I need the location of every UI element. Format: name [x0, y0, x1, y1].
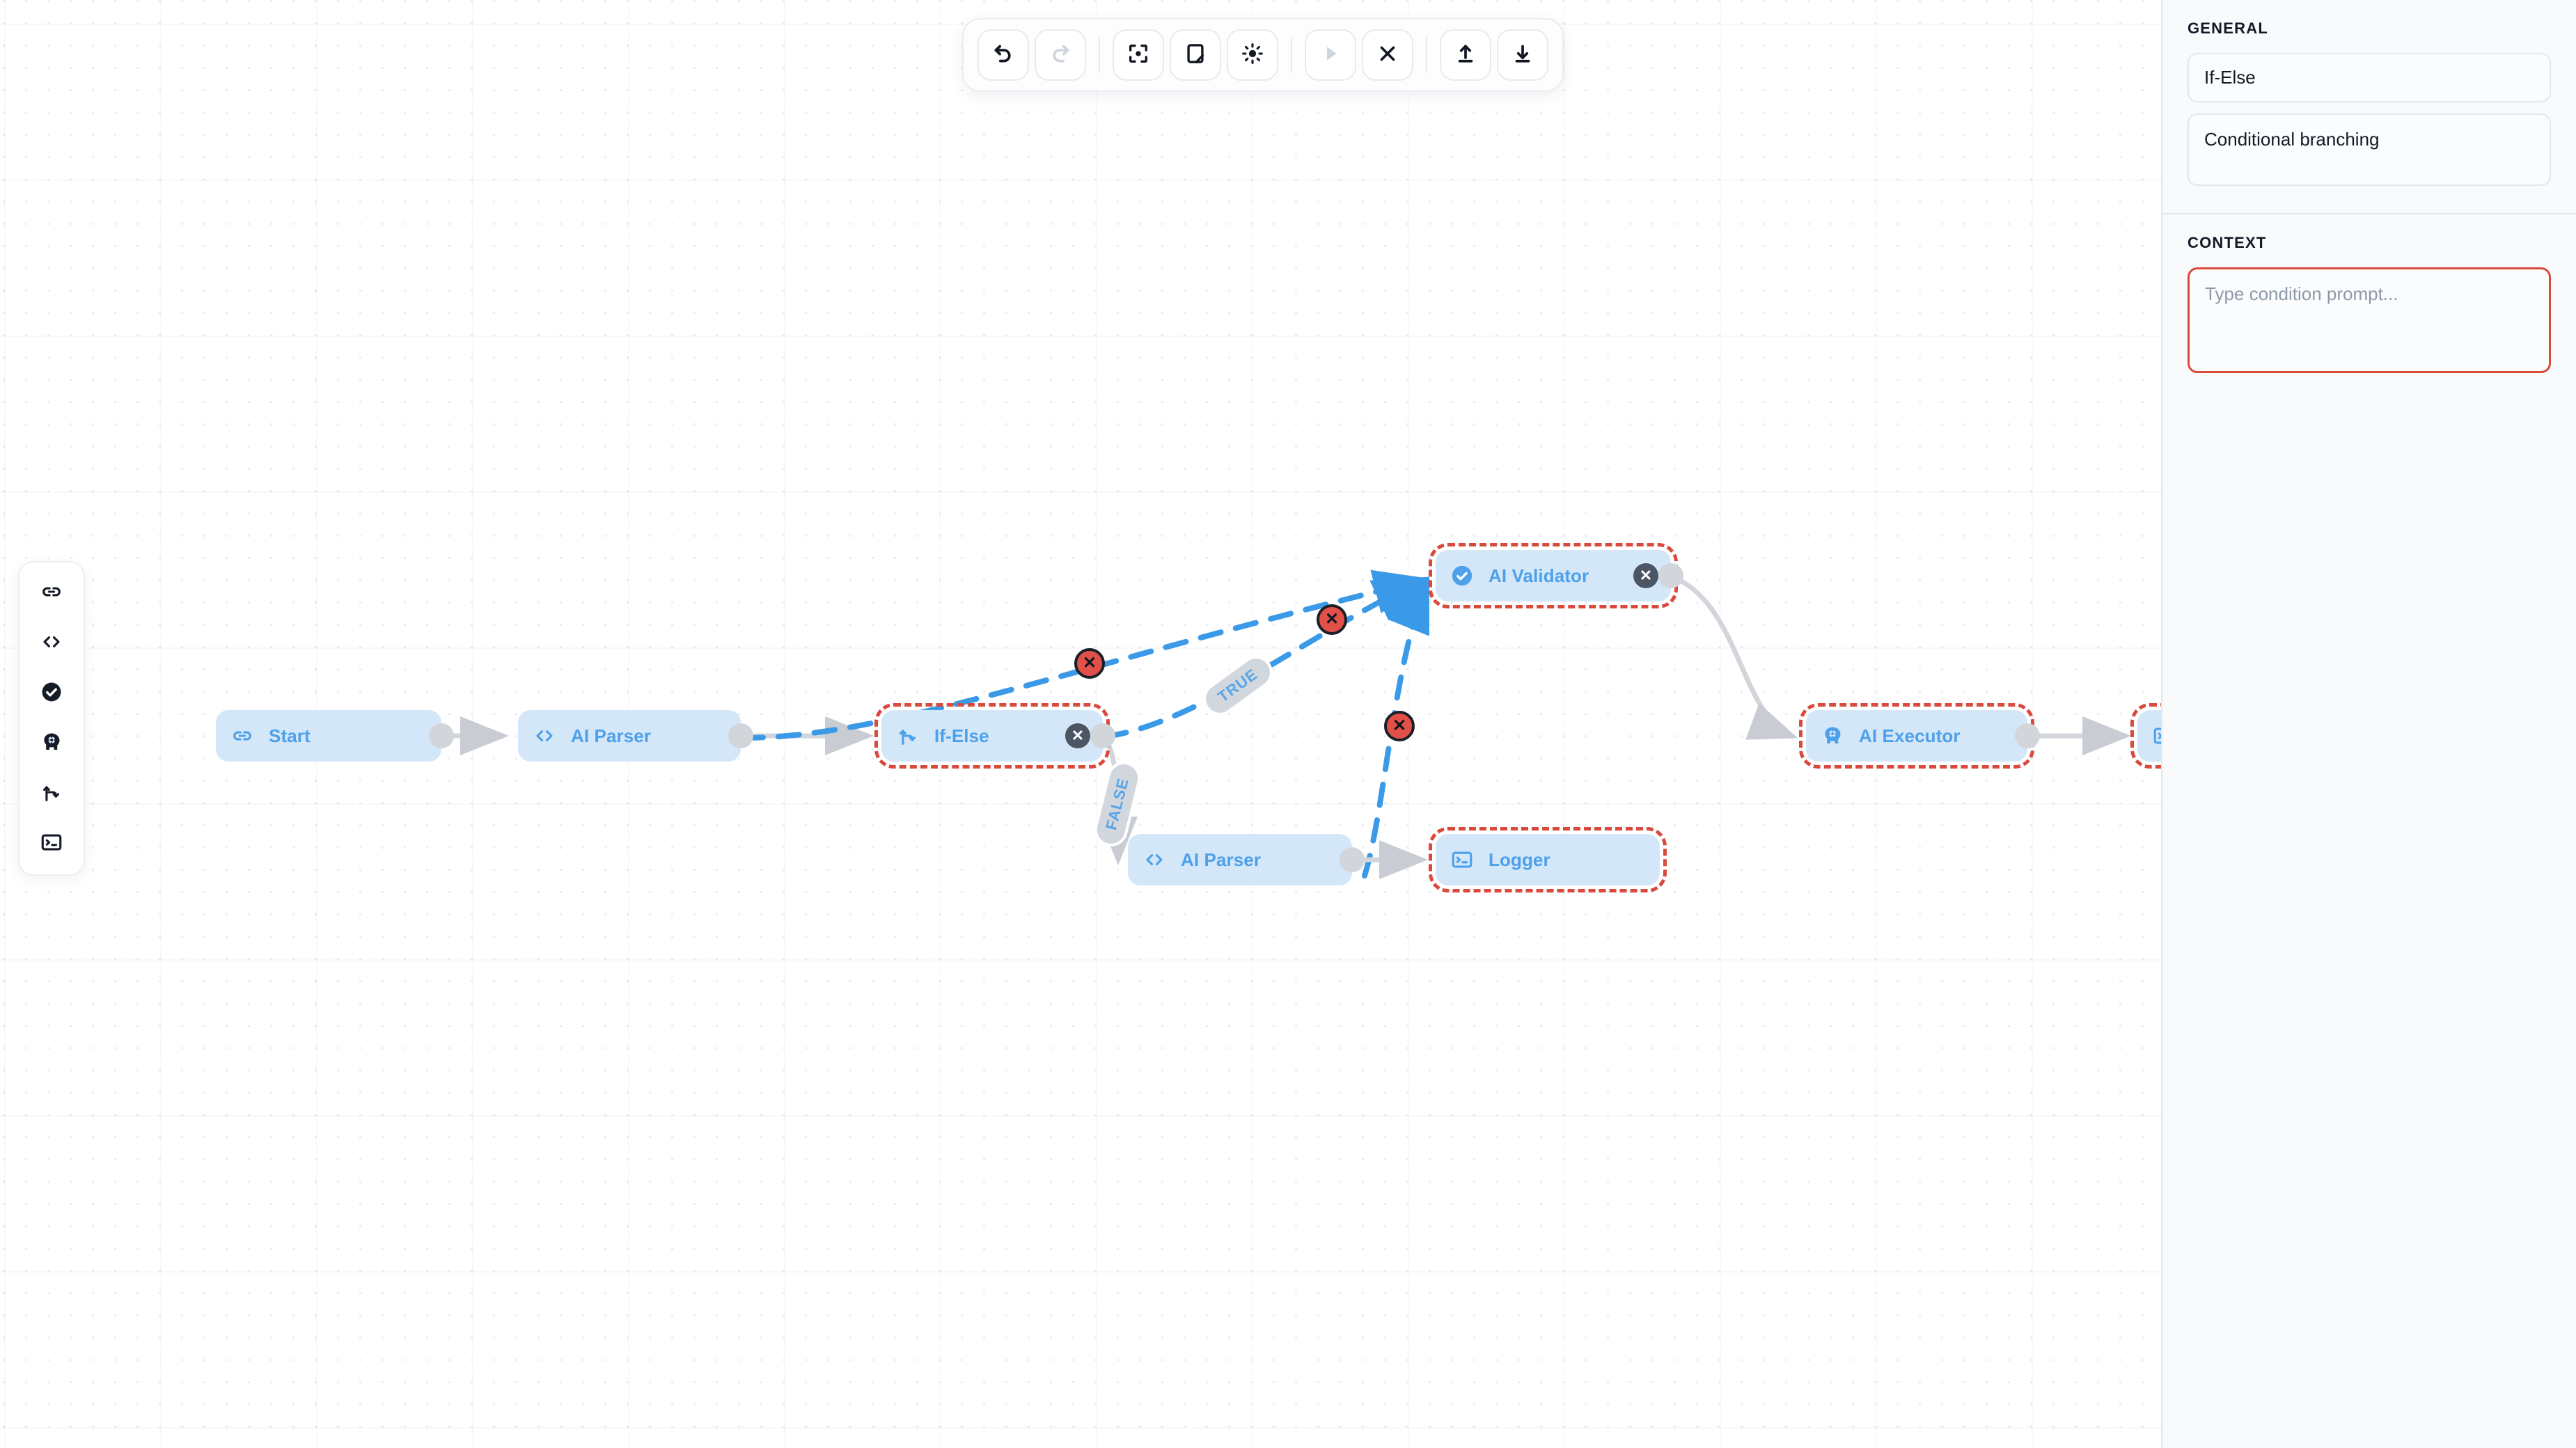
branch-icon	[894, 722, 922, 750]
node-label: AI Parser	[1181, 849, 1262, 870]
node-palette	[18, 561, 85, 876]
edge-delete-button-1[interactable]: ✕	[1074, 648, 1105, 679]
context-section-title: CONTEXT	[2188, 234, 2267, 251]
branch-icon	[40, 780, 63, 808]
node-validator[interactable]: AI Validator ✕	[1429, 543, 1683, 608]
palette-item-link[interactable]	[32, 578, 71, 608]
brain-icon	[1819, 722, 1846, 750]
toolbar-divider	[1099, 37, 1100, 73]
code-icon	[531, 722, 558, 750]
workflow-canvas[interactable]: Start AI Parser If-Else ✕ AI Parser AI Valida…	[0, 0, 2161, 1448]
edge-delete-button-3[interactable]: ✕	[1384, 711, 1415, 741]
node-start[interactable]: Start	[216, 710, 454, 762]
edge-delete-button-2[interactable]: ✕	[1317, 604, 1347, 635]
stop-button[interactable]	[1362, 29, 1413, 81]
sun-icon	[1241, 42, 1264, 69]
node-label: AI Validator	[1489, 565, 1589, 586]
node-input-handle[interactable]	[1423, 847, 1448, 872]
node-delete-button[interactable]: ✕	[1065, 723, 1090, 748]
check-circle-icon	[1448, 562, 1476, 590]
node-logger[interactable]: Logger	[1429, 827, 1667, 892]
general-section: GENERAL	[2162, 0, 2576, 213]
undo-icon	[991, 42, 1015, 69]
node-description-input[interactable]	[2188, 113, 2551, 186]
node-input-handle[interactable]	[505, 723, 531, 748]
node-output-handle[interactable]	[728, 723, 753, 748]
node-label: AI Executor	[1859, 725, 1961, 746]
code-icon	[40, 630, 63, 657]
palette-item-logger[interactable]	[32, 828, 71, 859]
node-delete-button[interactable]: ✕	[1633, 563, 1658, 588]
node-input-handle[interactable]	[869, 723, 894, 748]
node-label: Logger	[1489, 849, 1550, 870]
condition-prompt-input[interactable]	[2188, 267, 2551, 373]
close-x-icon	[1376, 42, 1399, 69]
node-input-handle[interactable]	[1423, 563, 1448, 588]
brain-icon	[40, 730, 63, 757]
edge-validator-to-executor	[1673, 575, 1798, 740]
theme-button[interactable]	[1227, 29, 1278, 81]
panel-icon	[1184, 42, 1207, 69]
node-parser1[interactable]: AI Parser	[518, 710, 753, 762]
terminal-icon	[40, 831, 63, 858]
node-input-handle[interactable]	[2125, 723, 2150, 748]
terminal-icon	[1448, 846, 1476, 874]
node-label: If-Else	[934, 725, 989, 746]
palette-item-validator[interactable]	[32, 678, 71, 709]
properties-sidebar: GENERAL CONTEXT	[2161, 0, 2576, 1448]
run-button	[1305, 29, 1356, 81]
redo-icon	[1049, 42, 1072, 69]
node-output-handle[interactable]	[1090, 723, 1115, 748]
node-input-handle[interactable]	[1115, 847, 1140, 872]
node-clipped[interactable]	[2130, 703, 2161, 769]
node-name-input[interactable]	[2188, 53, 2551, 102]
toolbar-divider	[1291, 37, 1292, 73]
toggle-panel-button[interactable]	[1170, 29, 1221, 81]
node-label: AI Parser	[571, 725, 652, 746]
fit-view-button[interactable]	[1113, 29, 1164, 81]
link-icon	[228, 722, 256, 750]
node-ifelse[interactable]: If-Else ✕	[874, 703, 1115, 769]
undo-button[interactable]	[977, 29, 1029, 81]
palette-item-branch[interactable]	[32, 778, 71, 809]
edge-label-true[interactable]: TRUE	[1196, 649, 1280, 723]
fit-view-icon	[1126, 42, 1150, 69]
node-executor[interactable]: AI Executor	[1799, 703, 2040, 769]
node-output-handle[interactable]	[429, 723, 454, 748]
code-icon	[1140, 846, 1168, 874]
palette-item-executor[interactable]	[32, 728, 71, 759]
redo-button	[1035, 29, 1086, 81]
link-icon	[40, 580, 63, 607]
node-label: Start	[269, 725, 311, 746]
general-section-title: GENERAL	[2188, 19, 2268, 37]
export-button[interactable]	[1497, 29, 1548, 81]
node-input-handle[interactable]	[1793, 723, 1819, 748]
canvas-toolbar	[962, 18, 1564, 92]
download-icon	[1511, 42, 1534, 69]
import-button[interactable]	[1440, 29, 1491, 81]
check-circle-icon	[40, 680, 63, 707]
context-section: CONTEXT	[2162, 213, 2576, 400]
play-icon	[1319, 42, 1342, 69]
upload-icon	[1454, 42, 1477, 69]
node-output-handle[interactable]	[1658, 563, 1683, 588]
node-output-handle[interactable]	[1340, 847, 1365, 872]
node-output-handle[interactable]	[2015, 723, 2040, 748]
terminal-icon	[2150, 722, 2161, 750]
toolbar-divider	[1426, 37, 1427, 73]
palette-item-code[interactable]	[32, 628, 71, 659]
node-parser2[interactable]: AI Parser	[1128, 834, 1365, 886]
